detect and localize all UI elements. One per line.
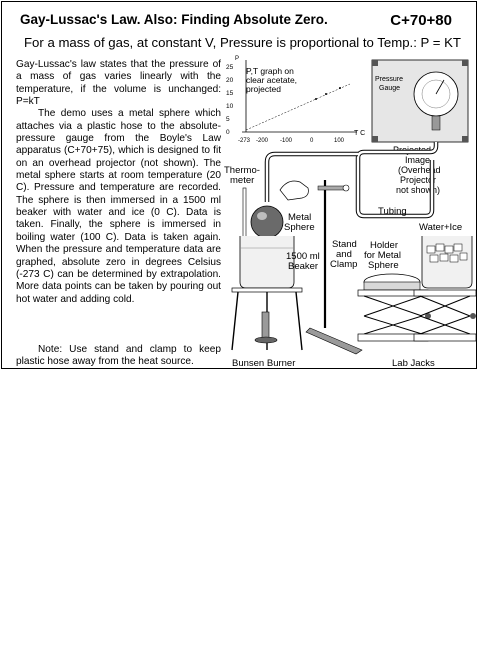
graph-caption: P,T graph on (246, 66, 294, 76)
projected-image-label: Projector (400, 175, 436, 185)
gauge-plate: Pressure Gauge (371, 59, 469, 143)
y-tick: 0 (226, 129, 230, 136)
projected-image-label: Image (405, 155, 430, 165)
paragraph-procedure: The demo uses a metal sphere which attac… (16, 108, 221, 305)
graph-y-label: P (235, 56, 239, 62)
data-point (339, 87, 341, 89)
y-tick: 20 (226, 77, 234, 84)
demo-card: Gay-Lussac's Law. Also: Finding Absolute… (1, 1, 477, 369)
y-tick: 15 (226, 90, 234, 97)
lab-jack (413, 289, 477, 342)
stand-clamp-label: and (336, 249, 352, 260)
description-text: Gay-Lussac's law states that the pressur… (16, 59, 221, 306)
x-tick: -200 (256, 138, 269, 144)
bunsen-burner-label: Bunsen Burner (232, 358, 295, 369)
y-tick: 5 (226, 116, 230, 123)
safety-note: Note: Use stand and clamp to keep plasti… (16, 344, 221, 368)
beaker-label: 1500 ml (286, 251, 320, 262)
tubing-label: Tubing (378, 206, 407, 217)
graph-x-label: T C (354, 130, 365, 137)
graph-caption: clear acetate, (246, 75, 297, 85)
holder-label: for Metal (364, 250, 401, 261)
tripod-top (231, 287, 303, 293)
metal-sphere (250, 205, 284, 239)
stand-clamp-label: Clamp (330, 259, 357, 270)
tripod-leg (231, 291, 239, 351)
catalog-code: C+70+80 (390, 12, 452, 29)
x-tick: -273 (238, 138, 251, 144)
subtitle: For a mass of gas, at constant V, Pressu… (24, 35, 461, 50)
x-tick: 100 (334, 138, 345, 144)
ice-cubes (426, 243, 468, 263)
holder-label: Sphere (368, 260, 399, 271)
stand-clamp-label: Stand (332, 239, 357, 250)
paragraph-law: Gay-Lussac's law states that the pressur… (16, 59, 221, 108)
extrapolation-line (245, 83, 351, 131)
water-ice-label: Water+Ice (419, 222, 462, 233)
beaker-label: Beaker (288, 261, 318, 272)
x-tick: -100 (280, 138, 293, 144)
apparatus-diagram: P T C 25 20 15 10 5 0 -273 -200 -100 0 1… (224, 56, 477, 369)
x-tick: 0 (310, 138, 314, 144)
hand-icon (279, 180, 309, 201)
beaker (239, 236, 295, 289)
y-tick: 10 (226, 103, 234, 110)
thermometer-label: Thermo- (224, 165, 260, 176)
holder-label: Holder (370, 240, 398, 251)
data-point (315, 98, 317, 100)
page-title: Gay-Lussac's Law. Also: Finding Absolute… (20, 12, 328, 27)
metal-sphere-label: Sphere (284, 222, 315, 233)
gauge-label: Gauge (379, 85, 400, 92)
y-tick: 25 (226, 64, 234, 71)
stand-base (305, 327, 363, 355)
projected-image-label: not shown) (396, 185, 440, 195)
pt-graph: P T C 25 20 15 10 5 0 -273 -200 -100 0 1… (226, 56, 365, 144)
graph-caption: projected (246, 84, 281, 94)
projected-image-label: (Overhead (398, 165, 441, 175)
metal-sphere-label: Metal (288, 212, 311, 223)
lab-jacks-label: Lab Jacks (392, 358, 435, 369)
thermometer-label: meter (230, 175, 254, 186)
bunsen-burner (261, 311, 270, 339)
tripod-leg (295, 291, 303, 351)
ice-water-beaker (421, 236, 473, 289)
data-point (325, 93, 327, 95)
gauge-label: Pressure (375, 76, 403, 83)
clamp (317, 185, 347, 191)
